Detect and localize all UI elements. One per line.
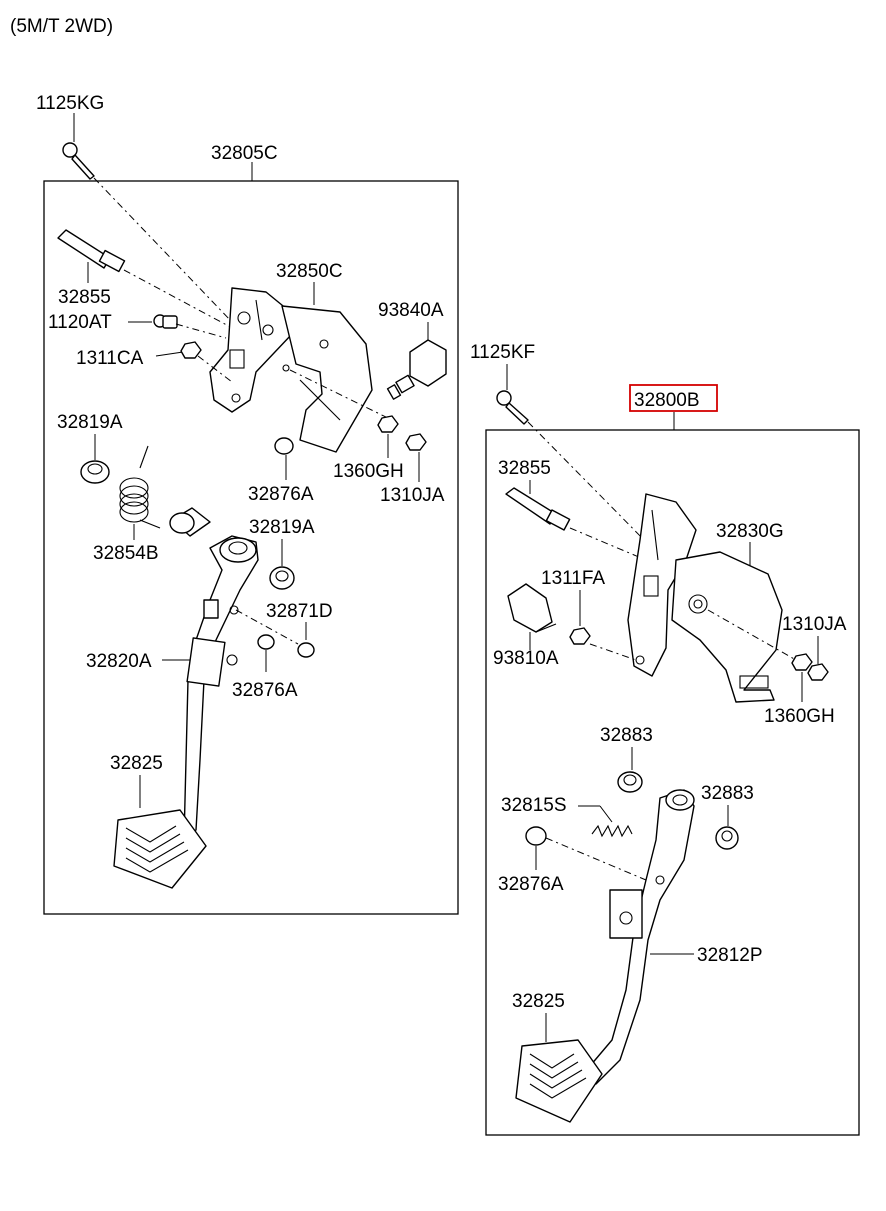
nut-1311ca (180, 341, 202, 359)
label-1311fa[interactable]: 1311FA (541, 568, 605, 589)
switch-93810a (507, 583, 557, 633)
label-1360gh-left[interactable]: 1360GH (333, 461, 404, 482)
label-32876a-top[interactable]: 32876A (248, 484, 314, 505)
left-group-label[interactable]: 32805C (211, 143, 278, 164)
label-32825-right[interactable]: 32825 (512, 991, 565, 1012)
label-32854b[interactable]: 32854B (93, 543, 159, 564)
label-32871d[interactable]: 32871D (266, 601, 333, 622)
label-1311ca[interactable]: 1311CA (76, 348, 144, 369)
variant-label: (5M/T 2WD) (10, 16, 113, 37)
bolt-1120at (153, 314, 178, 329)
label-32855-left[interactable]: 32855 (58, 287, 111, 308)
stopper-32876a-mid (257, 634, 275, 650)
label-1310ja-right[interactable]: 1310JA (782, 614, 847, 635)
clip-32871d (297, 642, 315, 658)
label-32850c[interactable]: 32850C (276, 261, 343, 282)
bolt-1125kg (62, 142, 95, 180)
bolt-1125kf (496, 390, 529, 425)
label-32819a-top[interactable]: 32819A (57, 412, 123, 433)
spring-32815s (591, 824, 633, 838)
label-32883-a[interactable]: 32883 (600, 725, 653, 746)
pivot-bolt-32855-left (57, 229, 126, 273)
pedal-pad-32825-left (113, 809, 207, 889)
pedal-tube-left (169, 507, 211, 537)
label-32820a[interactable]: 32820A (86, 651, 152, 672)
selected-group-highlight (629, 384, 718, 412)
label-32876a-mid[interactable]: 32876A (232, 680, 298, 701)
spring-32854b (119, 445, 161, 529)
label-32812p[interactable]: 32812P (697, 945, 763, 966)
nut-1310ja-right (807, 663, 829, 681)
bushing-32819a-top (80, 460, 110, 484)
label-1360gh-right[interactable]: 1360GH (764, 706, 835, 727)
bushing-32883-a (617, 771, 643, 793)
switch-93840a (386, 339, 447, 400)
label-32825-left[interactable]: 32825 (110, 753, 163, 774)
right-frame (485, 429, 860, 1136)
label-32815s[interactable]: 32815S (501, 795, 567, 816)
right-assembly: 32800B 1125KF 32855 32830G (470, 342, 860, 1136)
pivot-bolt-32855-right (505, 487, 571, 531)
nut-1311fa (569, 627, 591, 645)
bushing-32883-b (715, 826, 739, 850)
pedal-arm-32820a (183, 535, 259, 841)
label-1310ja-left[interactable]: 1310JA (380, 485, 445, 506)
label-93810a[interactable]: 93810A (493, 648, 559, 669)
label-1120at[interactable]: 1120AT (48, 312, 112, 333)
bushing-32819a-mid (269, 566, 295, 590)
label-32855-right[interactable]: 32855 (498, 458, 551, 479)
nut-1360gh-left (377, 415, 399, 433)
left-assembly: 32805C 1125KG 32855 1120AT 1311CA 32850C (36, 93, 459, 915)
bracket-32830g (627, 493, 783, 703)
label-1125kg[interactable]: 1125KG (36, 93, 104, 114)
bracket-32850c (209, 287, 373, 453)
pedal-pad-32825-right (515, 1039, 603, 1123)
label-32819a-mid[interactable]: 32819A (249, 517, 315, 538)
stopper-32876a-top (274, 437, 294, 455)
label-32876a-right[interactable]: 32876A (498, 874, 564, 895)
label-1125kf[interactable]: 1125KF (470, 342, 535, 363)
right-group-label[interactable]: 32800B (634, 390, 700, 411)
label-32883-b[interactable]: 32883 (701, 783, 754, 804)
nut-1310ja-left (405, 433, 427, 451)
stopper-32876a-right (525, 826, 547, 846)
label-32830g[interactable]: 32830G (716, 521, 784, 542)
pedal-arm-32812p (589, 789, 695, 1085)
nut-1360gh-right (791, 653, 813, 671)
left-frame (43, 180, 459, 915)
label-93840a[interactable]: 93840A (378, 300, 444, 321)
